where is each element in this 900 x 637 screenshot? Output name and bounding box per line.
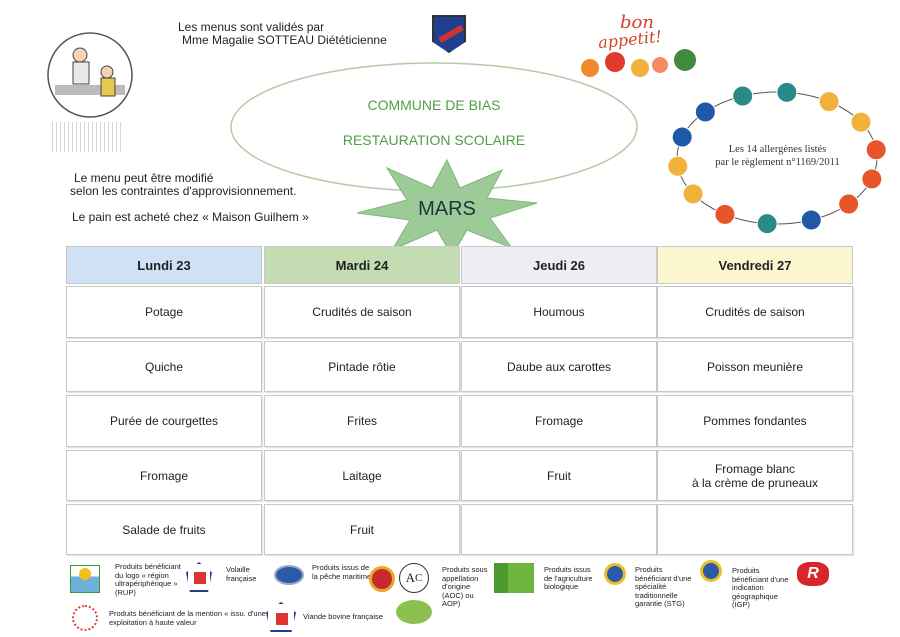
bio-logo — [494, 563, 534, 593]
menu-item: Pintade rôtie — [328, 359, 396, 374]
allergen-icon — [800, 209, 822, 231]
menu-item: Frites — [347, 414, 377, 428]
legend-peche: Produits issus de la pêche maritime — [312, 563, 372, 581]
vegetables-illustration — [581, 49, 696, 77]
viande-bovine-logo — [266, 602, 296, 632]
bon-appetit-text: bon — [620, 12, 654, 33]
menu-item: Crudités de saison — [312, 305, 412, 319]
vegetarien-logo — [396, 600, 432, 624]
menu-item: Pommes fondantes — [703, 414, 807, 428]
label-rouge-logo: R — [797, 562, 829, 586]
igp-logo — [700, 560, 722, 582]
menu-cell — [657, 504, 853, 555]
menu-cell: Frites — [264, 395, 460, 447]
menu-cell: Potage — [66, 286, 262, 338]
validated-line2: Mme Magalie SOTTEAU Diététicienne — [182, 33, 387, 47]
menu-cell: Pommes fondantes — [657, 395, 853, 447]
rup-logo — [70, 565, 100, 593]
menu-cell — [461, 504, 657, 555]
menu-item: Fromage — [139, 468, 189, 483]
cafeteria-illustration — [47, 32, 133, 118]
menu-cell: Fromage — [66, 450, 262, 501]
bias-logo — [432, 15, 466, 53]
menu-cell: Crudités de saison — [657, 286, 853, 338]
menu-item: Potage — [144, 305, 184, 319]
stg-logo — [604, 563, 626, 585]
allergen-icon — [850, 111, 872, 133]
menu-cell: Salade de fruits — [66, 504, 262, 555]
menu-cell: Laitage — [264, 450, 460, 501]
legend-igp: Produits bénéficiant d'une indication gé… — [732, 566, 789, 610]
legend-hve: Produits bénéficiant de la mention « iss… — [109, 609, 266, 627]
allergen-icon — [818, 91, 840, 113]
menu-item: Daube aux carottes — [506, 359, 612, 374]
day-header-vendredi: Vendredi 27 — [657, 246, 853, 284]
menu-cell: Pintade rôtie — [264, 341, 460, 392]
allergens-diagram — [667, 81, 887, 235]
commune-title: COMMUNE DE BIAS — [367, 97, 501, 113]
allergen-icon — [671, 126, 693, 148]
allergen-icon — [667, 155, 689, 177]
menu-item: Laitage — [342, 468, 382, 483]
month-label: MARS — [418, 198, 476, 220]
legend-viande: Viande bovine française — [303, 612, 383, 621]
menu-item: Poisson meunière — [706, 359, 804, 374]
allergen-icon — [838, 193, 860, 215]
legend-stg: Produits bénéficiant d'une spécialité tr… — [635, 565, 692, 609]
menu-cell: Daube aux carottes — [461, 341, 657, 392]
menu-item: Fromage — [534, 414, 584, 428]
menu-item: Fruit — [547, 468, 571, 483]
aop-logo — [369, 566, 395, 592]
allergen-icon — [732, 85, 754, 107]
bread-note: Le pain est acheté chez « Maison Guilhem… — [72, 210, 309, 224]
note-line2: selon les contraintes d'approvisionnemen… — [70, 184, 297, 198]
menu-cell: Fruit — [461, 450, 657, 501]
allergen-icon — [756, 213, 778, 235]
allergen-icon — [776, 81, 798, 103]
allergens-title-2: par le règlement n°1169/2011 — [715, 157, 840, 168]
legend-bio: Produits issus de l'agriculture biologiq… — [544, 565, 593, 592]
legend-aoc: Produits sous appellation d'origine (AOC… — [442, 565, 488, 609]
dot-pattern — [52, 122, 122, 152]
menu-item: Crudités de saison — [705, 305, 805, 319]
menu-cell: Fruit — [264, 504, 460, 555]
menu-item: Fromage blanc à la crème de pruneaux — [691, 461, 819, 490]
menu-cell: Fromage — [461, 395, 657, 447]
peche-logo — [274, 565, 304, 585]
allergen-icon — [694, 101, 716, 123]
menu-cell: Crudités de saison — [264, 286, 460, 338]
menu-item: Houmous — [533, 305, 585, 319]
menu-item: Quiche — [144, 359, 184, 374]
legend-rup: Produits bénéficiant du logo « région ul… — [115, 562, 181, 597]
allergen-icon — [865, 139, 887, 161]
menu-cell: Fromage blanc à la crème de pruneaux — [657, 450, 853, 501]
allergens-title-1: Les 14 allergènes listés — [728, 144, 827, 155]
allergen-icon — [682, 183, 704, 205]
legend-volaille: Volaille française — [226, 565, 257, 583]
day-header-jeudi: Jeudi 26 — [461, 246, 657, 284]
allergen-icon — [861, 168, 883, 190]
hve-logo — [72, 605, 98, 631]
day-header-mardi: Mardi 24 — [264, 246, 460, 284]
menu-item: Purée de courgettes — [109, 414, 219, 428]
menu-cell: Houmous — [461, 286, 657, 338]
menu-item: Salade de fruits — [122, 522, 206, 537]
menu-cell: Poisson meunière — [657, 341, 853, 392]
service-title: RESTAURATION SCOLAIRE — [342, 132, 526, 148]
allergen-icon — [714, 203, 736, 225]
menu-item: Fruit — [350, 522, 374, 537]
validated-line1: Les menus sont validés par — [178, 20, 325, 34]
day-header-lundi: Lundi 23 — [66, 246, 262, 284]
menu-cell: Quiche — [66, 341, 262, 392]
menu-cell: Purée de courgettes — [66, 395, 262, 447]
note-line1: Le menu peut être modifié — [74, 171, 214, 185]
